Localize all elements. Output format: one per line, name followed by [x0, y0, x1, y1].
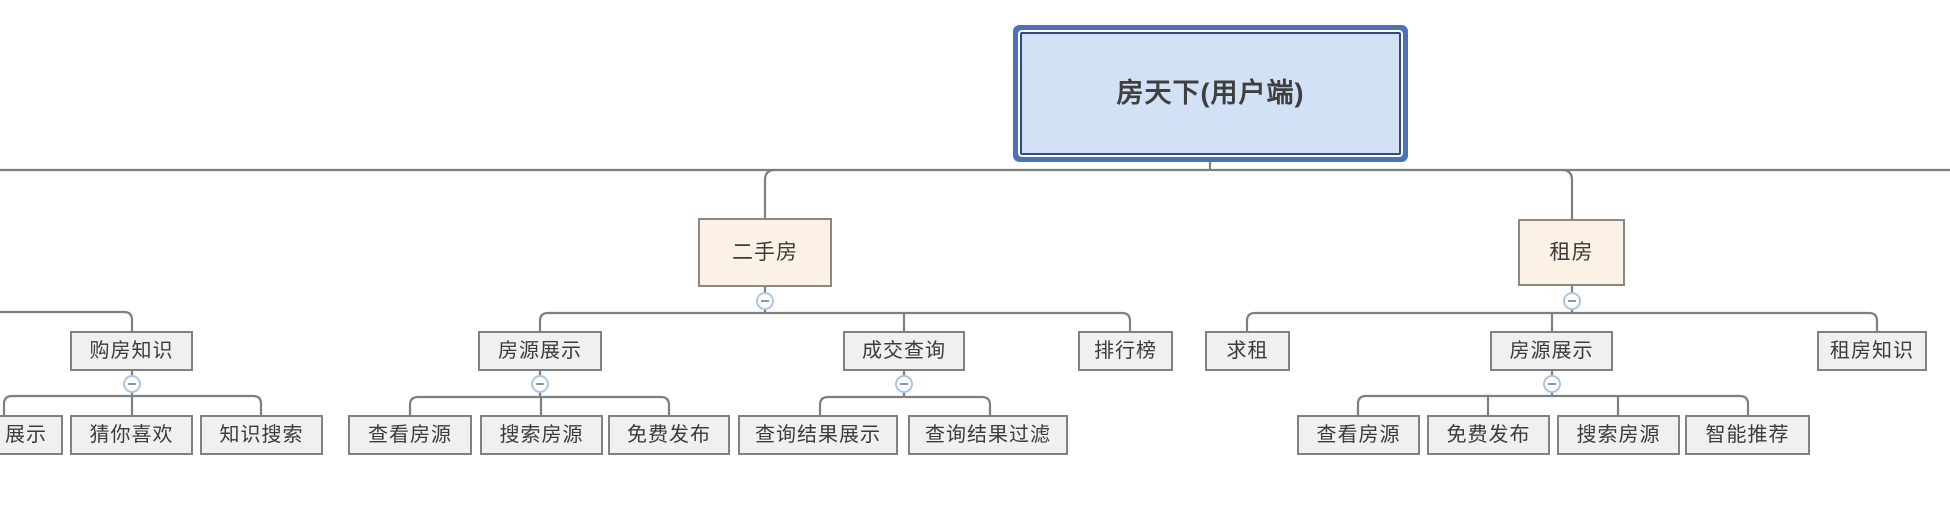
topic-root[interactable]: 房天下(用户端): [1020, 32, 1401, 155]
connector-esf-branch-drop: [763, 168, 776, 218]
topic-clipped-display[interactable]: 展示: [0, 415, 63, 455]
connector-esf-fyzs-rail: [408, 395, 671, 415]
collapse-button-esf-deal-query[interactable]: [895, 375, 913, 393]
topic-esf-free-publish[interactable]: 免费发布: [608, 415, 730, 455]
topic-zf-search-listings[interactable]: 搜索房源: [1557, 415, 1680, 455]
minus-icon: [536, 383, 544, 385]
collapse-button-rent-house[interactable]: [1563, 292, 1581, 310]
topic-rent-house[interactable]: 租房: [1518, 219, 1625, 286]
topic-buy-knowledge[interactable]: 购房知识: [70, 331, 193, 371]
minus-icon: [761, 300, 769, 302]
topic-knowledge-search[interactable]: 知识搜索: [200, 415, 323, 455]
collapse-button-zf-listing-display[interactable]: [1543, 375, 1561, 393]
topic-esf-ranking[interactable]: 排行榜: [1078, 331, 1173, 371]
collapse-button-buy-knowledge[interactable]: [123, 375, 141, 393]
topic-query-result-filter[interactable]: 查询结果过滤: [908, 415, 1068, 455]
minus-icon: [1568, 300, 1576, 302]
topic-zf-free-publish[interactable]: 免费发布: [1427, 415, 1550, 455]
topic-guess-you-like[interactable]: 猜你喜欢: [70, 415, 193, 455]
topic-esf-listing-display[interactable]: 房源展示: [478, 331, 602, 371]
topic-zf-rent-knowledge[interactable]: 租房知识: [1817, 331, 1927, 371]
connector-esf-cjcx-rail: [818, 395, 992, 415]
topic-esf-deal-query[interactable]: 成交查询: [843, 331, 965, 371]
minus-icon: [128, 383, 136, 385]
topic-zf-seek-rent[interactable]: 求租: [1205, 331, 1290, 371]
topic-esf-view-listings[interactable]: 查看房源: [348, 415, 472, 455]
minus-icon: [900, 383, 908, 385]
topic-esf-search-listings[interactable]: 搜索房源: [480, 415, 603, 455]
topic-query-result-display[interactable]: 查询结果展示: [738, 415, 898, 455]
connector-zf-fyzs-rail: [1356, 394, 1750, 415]
topic-zf-listing-display[interactable]: 房源展示: [1490, 331, 1613, 371]
minus-icon: [1548, 383, 1556, 385]
collapse-button-second-hand-house[interactable]: [756, 292, 774, 310]
connector-zf-branch-drop: [1561, 168, 1574, 219]
connector-esf-children-rail: [538, 311, 1132, 331]
topic-second-hand-house[interactable]: 二手房: [698, 218, 832, 287]
topic-zf-smart-recommend[interactable]: 智能推荐: [1685, 415, 1810, 455]
connector-buy-knowledge-feed: [0, 310, 134, 331]
collapse-button-esf-listing-display[interactable]: [531, 375, 549, 393]
connector-zf-children-rail: [1245, 311, 1879, 331]
topic-zf-view-listings[interactable]: 查看房源: [1297, 415, 1420, 455]
